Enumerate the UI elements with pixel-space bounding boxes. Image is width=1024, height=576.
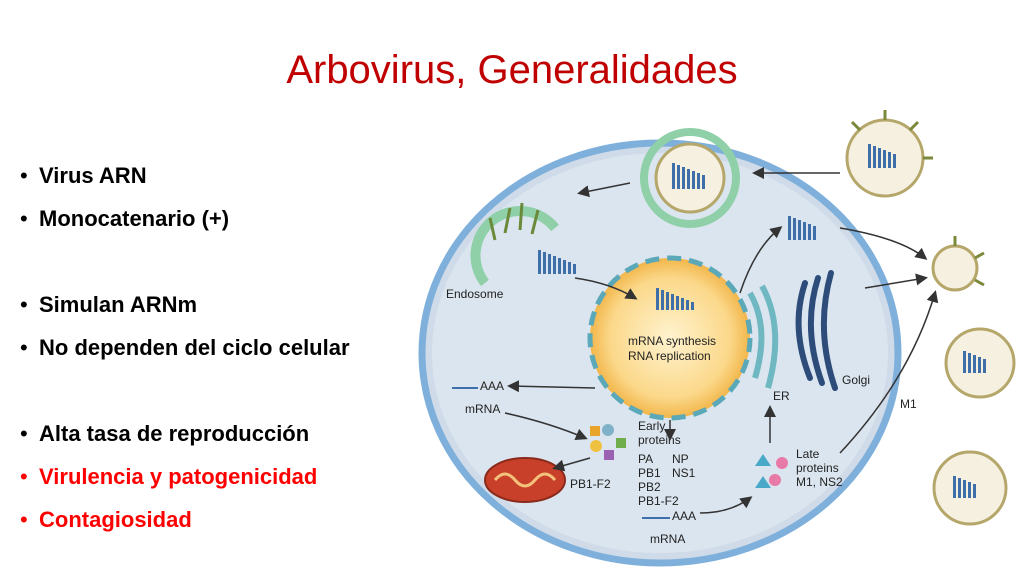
bullet-dot: • bbox=[20, 507, 28, 532]
pb1f2-label: PB1-F2 bbox=[570, 477, 611, 491]
early-protein-pb1: PB1 bbox=[638, 466, 661, 480]
virion-budding-right-1 bbox=[931, 236, 985, 292]
early-proteins-shapes bbox=[590, 424, 626, 460]
endosome bbox=[470, 202, 559, 287]
early-protein-pb1f2: PB1-F2 bbox=[638, 494, 679, 508]
late-proteins-shapes bbox=[755, 454, 788, 488]
early-proteins-label-2: proteins bbox=[638, 433, 681, 447]
bullet-item: • Alta tasa de reproducción bbox=[20, 412, 350, 455]
early-protein-pa: PA bbox=[638, 452, 653, 466]
bullet-text: Virus ARN bbox=[39, 163, 147, 188]
bullet-dot: • bbox=[20, 421, 28, 446]
bullet-dot: • bbox=[20, 292, 28, 317]
bullet-item: • No dependen del ciclo celular bbox=[20, 326, 350, 369]
mrna-label-left: mRNA bbox=[465, 402, 500, 416]
bullet-spacer bbox=[20, 240, 350, 283]
pathway-arrows bbox=[504, 167, 939, 514]
bullet-text: Simulan ARNm bbox=[39, 292, 198, 317]
bullet-text: No dependen del ciclo celular bbox=[39, 335, 350, 360]
late-proteins-label-3: M1, NS2 bbox=[796, 475, 843, 489]
endosome-label: Endosome bbox=[446, 287, 504, 301]
bullet-text: Contagiosidad bbox=[39, 507, 192, 532]
late-proteins-label-1: Late bbox=[796, 447, 820, 461]
endoplasmic-reticulum bbox=[747, 284, 779, 389]
bullet-dot: • bbox=[20, 163, 28, 188]
early-protein-np: NP bbox=[672, 452, 689, 466]
bullet-dot: • bbox=[20, 335, 28, 360]
virion-entering bbox=[640, 128, 740, 228]
golgi-apparatus bbox=[795, 270, 838, 391]
bullet-text: Alta tasa de reproducción bbox=[39, 421, 310, 446]
mrna-tail-left: AAA bbox=[480, 379, 504, 393]
bullet-text: Monocatenario (+) bbox=[39, 206, 230, 231]
early-proteins-label-1: Early bbox=[638, 419, 665, 433]
virion-budding-right-2 bbox=[944, 327, 1016, 399]
vrna-segments-endosome bbox=[538, 250, 576, 274]
nucleus-label-2: RNA replication bbox=[628, 349, 711, 363]
vrna-segments-export bbox=[788, 216, 816, 240]
late-proteins-label-2: proteins bbox=[796, 461, 839, 475]
bullet-spacer bbox=[20, 369, 350, 412]
golgi-label: Golgi bbox=[842, 373, 870, 387]
bullet-item-highlight: • Virulencia y patogenicidad bbox=[20, 455, 350, 498]
bullet-item-highlight: • Contagiosidad bbox=[20, 498, 350, 541]
bullet-dot: • bbox=[20, 464, 28, 489]
nucleus-label-1: mRNA synthesis bbox=[628, 334, 716, 348]
bullet-list: • Virus ARN • Monocatenario (+) • Simulan A… bbox=[20, 154, 350, 541]
slide-title: Arbovirus, Generalidades bbox=[286, 48, 738, 92]
virion-released bbox=[932, 450, 1008, 526]
bullet-text: Virulencia y patogenicidad bbox=[39, 464, 318, 489]
bullet-item: • Virus ARN bbox=[20, 154, 350, 197]
mitochondrion bbox=[484, 457, 566, 503]
virion-budding-top bbox=[845, 110, 933, 198]
mrna-tail-bottom: AAA bbox=[672, 509, 696, 523]
bullet-item: • Simulan ARNm bbox=[20, 283, 350, 326]
bullet-item: • Monocatenario (+) bbox=[20, 197, 350, 240]
vrna-segments-nucleus bbox=[656, 288, 694, 310]
virus-replication-diagram: mRNA synthesis RNA replication ER Golgi … bbox=[418, 110, 1016, 567]
early-protein-ns1: NS1 bbox=[672, 466, 696, 480]
bullet-dot: • bbox=[20, 206, 28, 231]
m1-label: M1 bbox=[900, 397, 917, 411]
early-protein-pb2: PB2 bbox=[638, 480, 661, 494]
mrna-label-bottom: mRNA bbox=[650, 532, 685, 546]
er-label: ER bbox=[773, 389, 790, 403]
